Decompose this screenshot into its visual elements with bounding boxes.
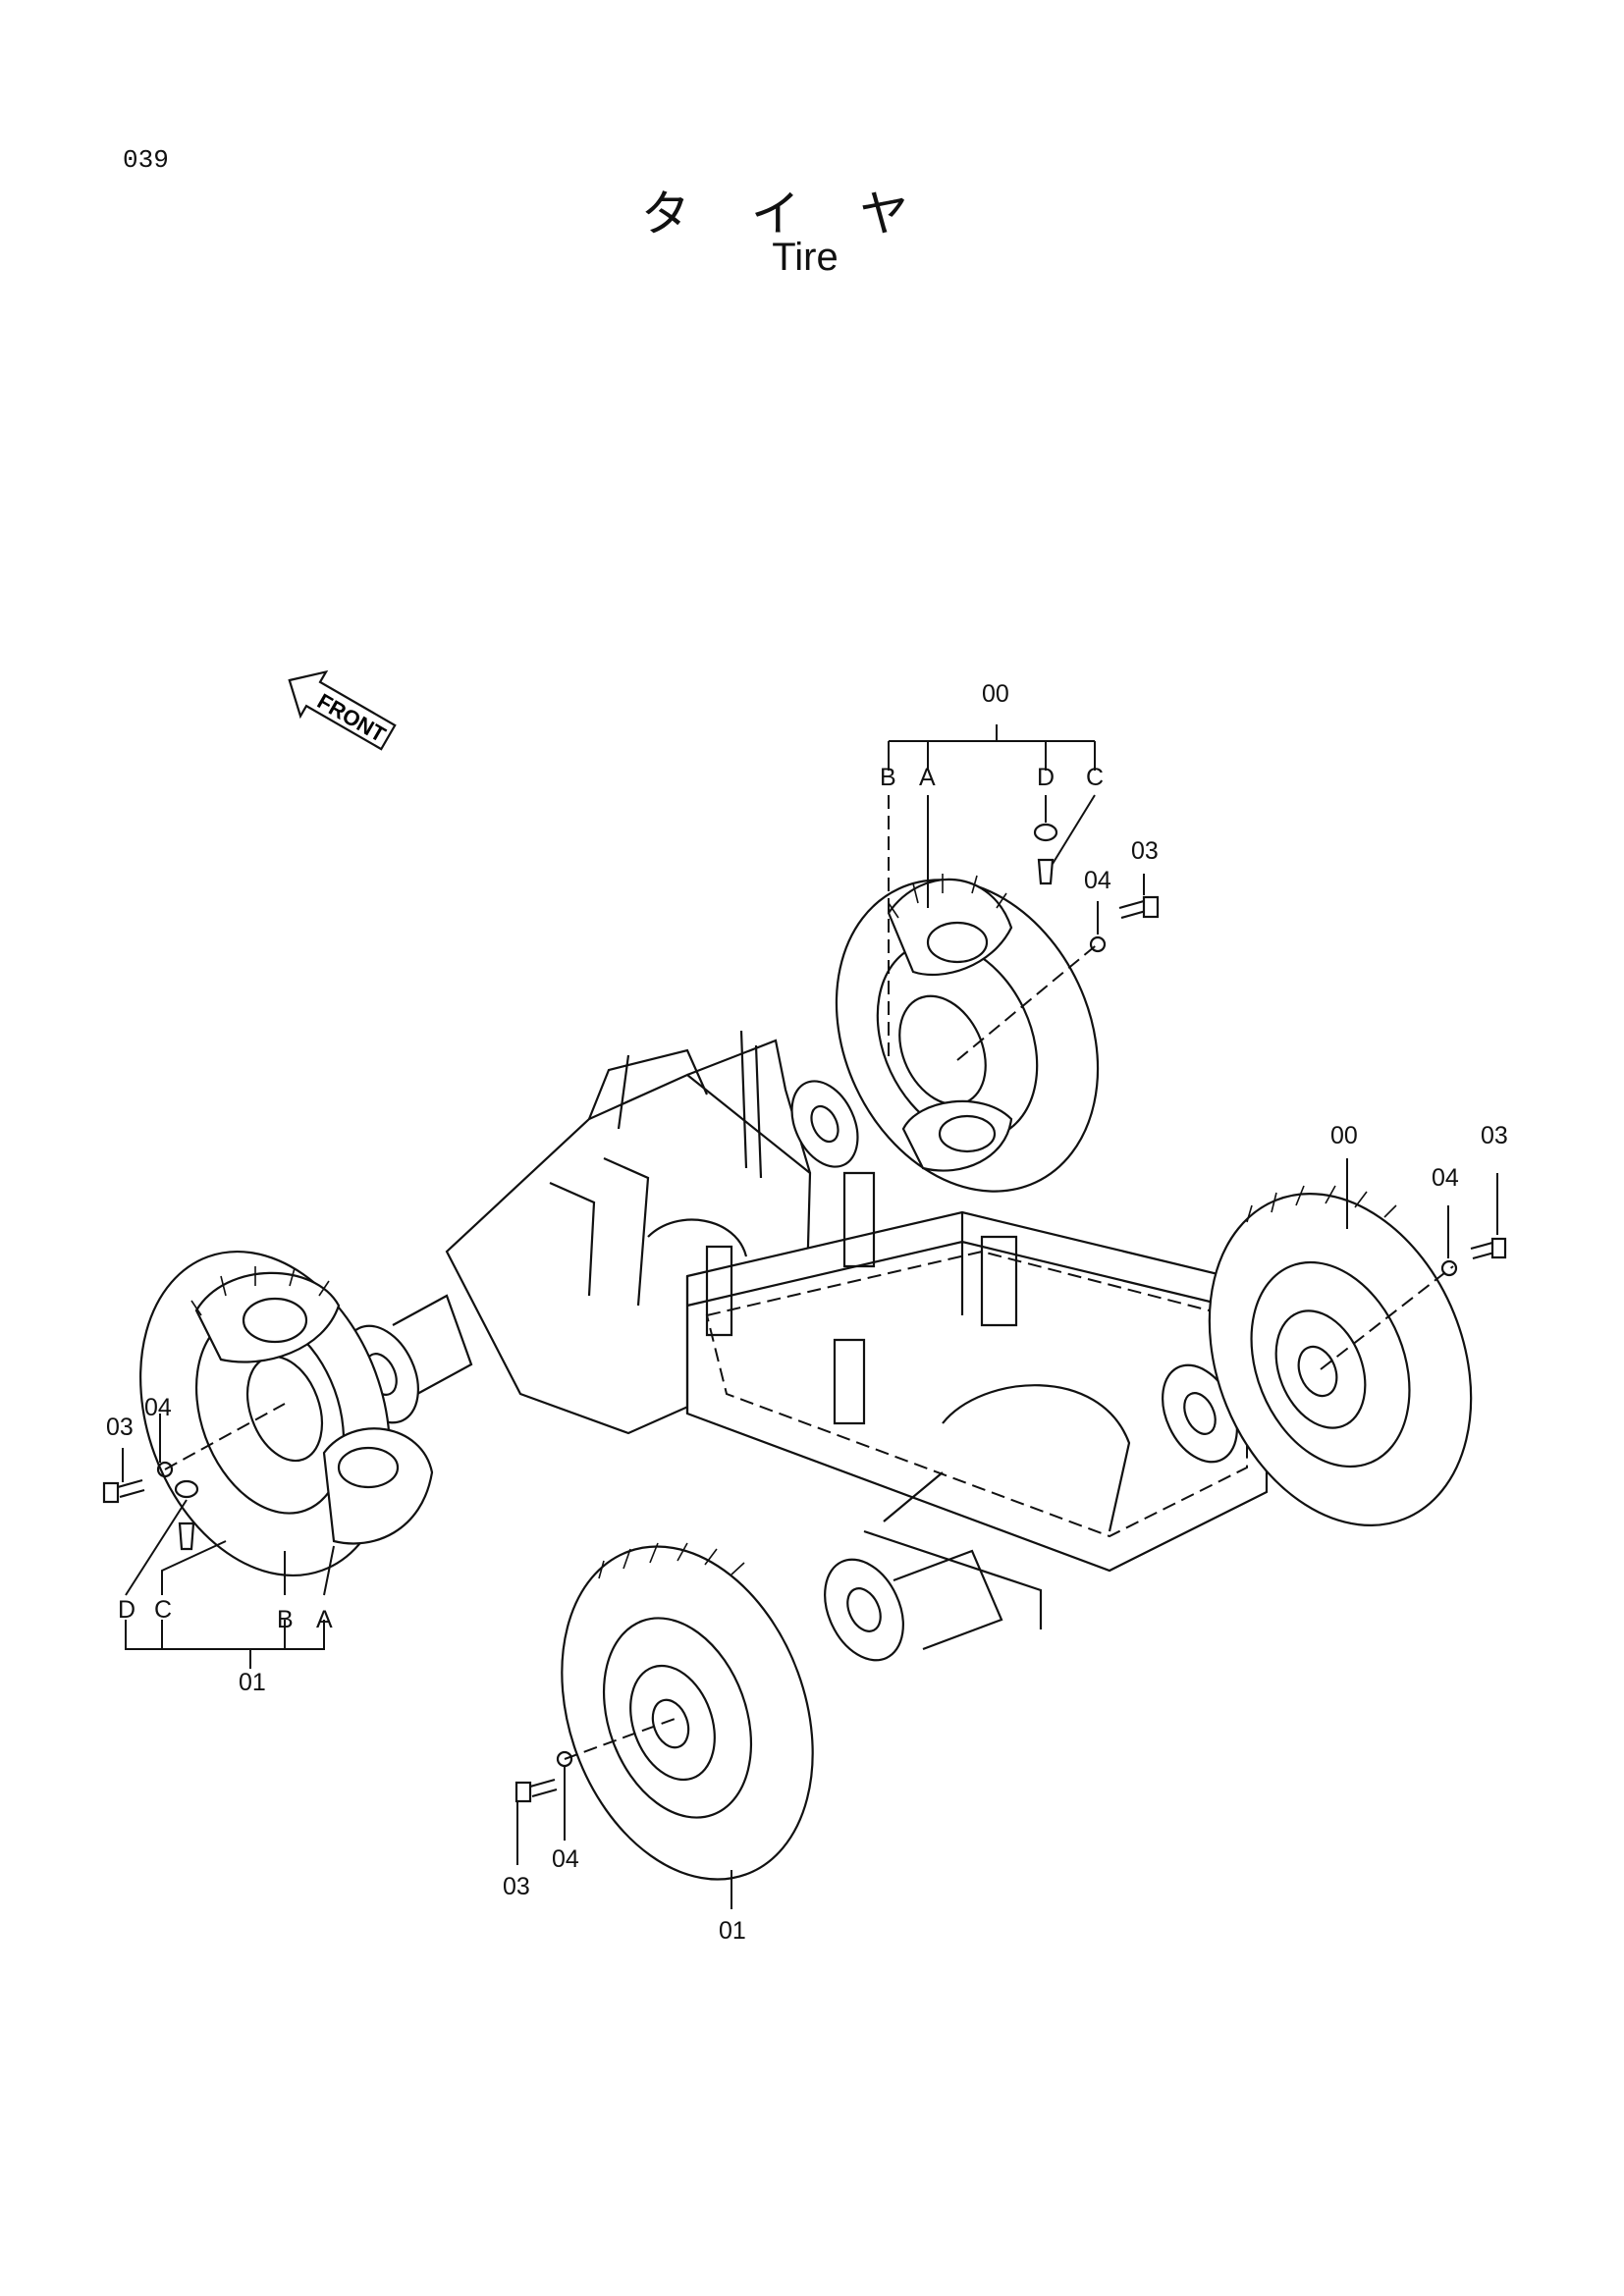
callout-01-left: 01 xyxy=(239,1669,266,1696)
top-axle-hub xyxy=(790,1080,859,1168)
front-arrow: FRONT xyxy=(288,669,397,751)
callout-03-bottom: 03 xyxy=(503,1873,530,1900)
callout-A-top: A xyxy=(919,764,936,791)
wheel-assembly-top xyxy=(835,874,1100,1193)
undercarriage-frame xyxy=(445,1030,1269,1629)
front-axle-hub xyxy=(824,1549,1003,1662)
callout-03-top: 03 xyxy=(1131,837,1159,865)
callout-B-left: B xyxy=(277,1606,294,1633)
callout-01-bottom: 01 xyxy=(719,1917,746,1945)
hardware-parts xyxy=(102,823,1507,1803)
callout-B-top: B xyxy=(880,764,896,791)
page-title-japanese: タイヤ xyxy=(640,187,970,241)
wheel-bottom xyxy=(561,1542,814,1881)
callout-04-right: 04 xyxy=(1432,1164,1459,1192)
callout-04-bottom: 04 xyxy=(552,1845,579,1873)
callout-04-left: 04 xyxy=(144,1394,172,1421)
callout-00-right: 00 xyxy=(1330,1122,1358,1149)
callout-C-left: C xyxy=(154,1596,172,1624)
page-number: 039 xyxy=(123,145,169,175)
callout-C-top: C xyxy=(1086,764,1104,791)
callout-03-right: 03 xyxy=(1481,1122,1508,1149)
callout-04-top: 04 xyxy=(1084,867,1111,894)
wheel-right xyxy=(1208,1185,1473,1526)
callout-D-left: D xyxy=(118,1596,135,1624)
callout-D-top: D xyxy=(1037,764,1055,791)
page-title-english: Tire xyxy=(772,236,839,279)
wheel-assembly-left xyxy=(139,1250,434,1577)
callout-A-left: A xyxy=(316,1606,333,1633)
callout-00-top: 00 xyxy=(982,680,1009,708)
leader-lines xyxy=(122,724,1498,1909)
callout-03-left: 03 xyxy=(106,1414,134,1441)
